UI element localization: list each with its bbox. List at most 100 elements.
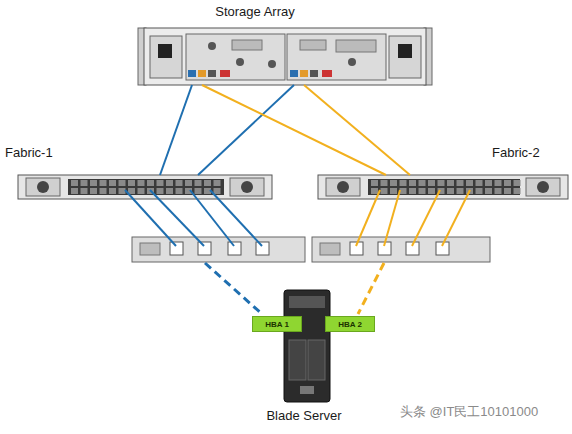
switch-port xyxy=(371,188,378,194)
switch-port xyxy=(157,180,164,186)
switch-port xyxy=(119,188,126,194)
switch-port xyxy=(381,188,388,194)
switch-port xyxy=(214,188,221,194)
storage-chassis xyxy=(268,60,276,68)
switch-port xyxy=(428,180,435,186)
switch-port xyxy=(409,188,416,194)
switch-port xyxy=(90,180,97,186)
storage-chassis xyxy=(310,70,318,77)
switch-port xyxy=(485,180,492,186)
switch-port xyxy=(195,180,202,186)
blade-server xyxy=(289,340,306,380)
switch-port xyxy=(457,180,464,186)
switch-port xyxy=(214,180,221,186)
switch-port xyxy=(71,180,521,194)
storage-chassis xyxy=(220,70,230,77)
interconnect-module xyxy=(228,242,241,255)
switch-port xyxy=(466,180,473,186)
fc-cable xyxy=(198,85,294,175)
switch-port xyxy=(381,180,388,186)
switch-port xyxy=(128,180,135,186)
switch-chassis xyxy=(318,175,568,199)
device-label: Fabric-1 xyxy=(5,145,53,161)
storage-chassis xyxy=(287,34,386,80)
storage-chassis xyxy=(150,36,182,78)
switch-port xyxy=(409,180,416,186)
device-label: Fabric-2 xyxy=(492,145,540,161)
blade-server: Blade Server xyxy=(284,290,330,402)
interconnect-module xyxy=(170,242,183,255)
storage-chassis xyxy=(198,70,206,77)
switch-port xyxy=(504,180,511,186)
switch-chassis xyxy=(18,175,568,199)
fc-cable xyxy=(356,190,380,246)
storage-array: Storage Array xyxy=(142,28,428,85)
switch-port xyxy=(195,188,202,194)
san-switch: Fabric-1 xyxy=(18,175,272,199)
hba-card: HBA 1 xyxy=(252,316,302,332)
interconnect-module xyxy=(132,237,490,262)
switch-port xyxy=(400,180,407,186)
switch-port xyxy=(390,180,397,186)
storage-chassis xyxy=(186,34,285,80)
switch-port xyxy=(504,188,511,194)
storage-chassis xyxy=(138,28,432,85)
switch-port xyxy=(419,188,426,194)
blade-server xyxy=(300,386,314,394)
storage-chassis xyxy=(232,40,262,50)
switch-port xyxy=(428,188,435,194)
switch-port xyxy=(476,188,483,194)
switch-port xyxy=(495,180,502,186)
switch-chassis xyxy=(326,178,360,196)
blade-server xyxy=(284,290,330,402)
switch-chassis xyxy=(37,181,49,193)
switch-port xyxy=(81,188,88,194)
fc-cable xyxy=(210,190,262,246)
storage-chassis xyxy=(300,70,308,77)
storage-chassis xyxy=(158,44,172,58)
fc-cable xyxy=(304,85,410,175)
blade-server xyxy=(308,340,325,380)
switch-port xyxy=(447,180,454,186)
switch-port xyxy=(419,180,426,186)
storage-chassis xyxy=(236,58,244,66)
switch-port xyxy=(204,180,211,186)
switch-chassis xyxy=(241,181,253,193)
switch-port xyxy=(100,180,107,186)
switch-port xyxy=(90,188,97,194)
watermark: 头条 @IT民工10101000 xyxy=(400,404,538,420)
interconnect-module xyxy=(320,243,340,255)
switch-port xyxy=(514,180,521,186)
interconnect-module xyxy=(256,242,269,255)
switch-port xyxy=(447,188,454,194)
storage-chassis xyxy=(336,40,376,52)
switch-port xyxy=(147,180,154,186)
switch-port xyxy=(138,180,145,186)
blade-server xyxy=(289,296,325,308)
switch-port xyxy=(438,180,445,186)
storage-chassis xyxy=(208,42,216,50)
fc-cable xyxy=(160,85,192,175)
switch-port xyxy=(157,188,164,194)
switch-chassis xyxy=(537,181,549,193)
switch-chassis xyxy=(18,175,272,199)
switch-chassis xyxy=(68,179,224,195)
switch-port xyxy=(71,180,78,186)
blade-server xyxy=(284,290,330,402)
card-label: HBA 1 xyxy=(259,320,295,330)
switch-port xyxy=(109,180,116,186)
switch-port xyxy=(109,188,116,194)
storage-chassis xyxy=(398,44,412,58)
storage-chassis xyxy=(322,70,332,77)
switch-port xyxy=(495,188,502,194)
storage-chassis xyxy=(144,28,426,85)
hba-card: HBA 2 xyxy=(325,316,375,332)
switch-port xyxy=(185,180,192,186)
fc-cable xyxy=(358,263,384,314)
switch-chassis xyxy=(337,181,349,193)
switch-chassis xyxy=(368,179,520,195)
san-switch: Fabric-2 xyxy=(318,175,568,199)
fc-cable xyxy=(442,190,470,246)
